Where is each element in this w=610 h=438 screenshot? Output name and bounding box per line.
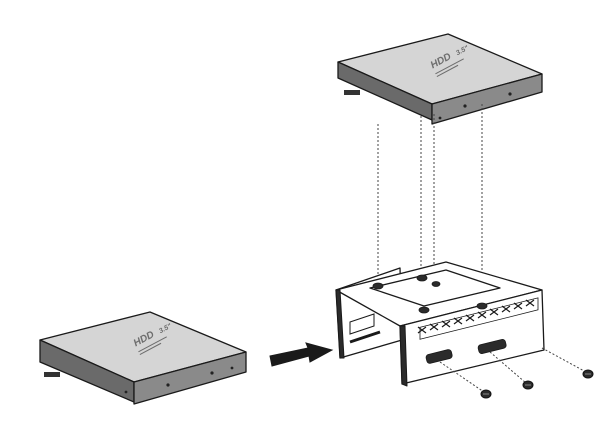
lower-drive-screw-hole [210, 371, 214, 375]
lower-drive-label-underline [139, 342, 162, 355]
vent-cross [513, 302, 523, 310]
vent-cross [429, 323, 439, 331]
tray-mount-stud [372, 282, 384, 290]
vent-cross [465, 314, 475, 322]
tray-mount-stud [431, 281, 441, 287]
tray-mount-stud [418, 306, 430, 314]
tray-mount-stud [416, 274, 428, 282]
tray-front-edge [399, 325, 408, 387]
upper-drive-label-underline [435, 58, 464, 75]
vent-cross [417, 326, 427, 334]
tray-vent-crosses [417, 299, 535, 334]
vent-cross [489, 308, 499, 316]
tray-left-edge [335, 289, 345, 359]
tray-slot-hole [425, 349, 453, 364]
vent-cross [453, 317, 463, 325]
vent-cross [525, 299, 535, 307]
screw-icon [522, 380, 534, 390]
screw-icon [582, 369, 594, 379]
upper-hard-drive: HDD 3.5" [337, 33, 543, 125]
upper-drive-label-underline [436, 64, 459, 77]
tray-mount-stud [476, 302, 488, 310]
mounting-tray [335, 261, 545, 387]
lower-drive-screw-hole [166, 383, 170, 387]
upper-drive-screw-hole [463, 104, 467, 108]
screw-icon [480, 389, 492, 399]
lower-drive-connector [44, 372, 60, 377]
lower-hard-drive: HDD 3.5" [39, 311, 247, 405]
arrow-right-icon [269, 342, 334, 367]
lower-drive-screw-hole [230, 366, 234, 370]
upper-drive-connector [344, 90, 360, 95]
upper-drive-screw-hole [508, 92, 512, 96]
lower-drive-front-face [133, 351, 247, 405]
screw-guide-line [439, 361, 485, 393]
vent-cross [441, 320, 451, 328]
tray-slot-hole [477, 338, 507, 355]
upper-drive-front-face [431, 73, 543, 125]
tray-left-cutout [349, 313, 375, 335]
lower-drive-screw-hole [124, 390, 128, 394]
lower-drive-label-underline [138, 336, 167, 353]
screw-guide-line [541, 347, 587, 373]
vent-cross [477, 311, 487, 319]
upper-drive-screw-hole [438, 116, 442, 120]
vent-cross [501, 305, 511, 313]
tray-left-rail [349, 330, 381, 344]
screw-guides [439, 347, 587, 393]
